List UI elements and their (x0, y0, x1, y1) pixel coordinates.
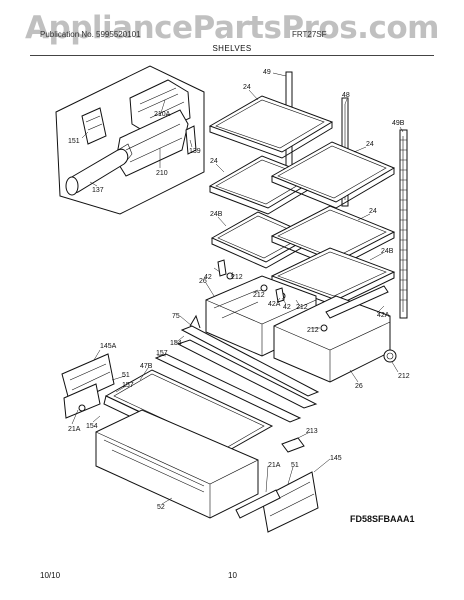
callout-51: 51 (291, 462, 299, 469)
callout-24: 24 (243, 84, 251, 91)
section-title: SHELVES (212, 44, 252, 53)
callout-47b: 47B (140, 363, 153, 370)
callout-21a: 21A (68, 426, 81, 433)
callout-145: 145 (330, 455, 342, 462)
right-pan-bracket (235, 437, 319, 533)
diagram-code: FD58SFBAAA1 (350, 514, 415, 524)
callout-26: 26 (355, 383, 363, 390)
model-number: FRT27SF (292, 30, 327, 39)
callout-24: 24 (369, 208, 377, 215)
footer-date: 10/10 (40, 571, 61, 580)
publication-number: Publication No. 5995520101 (40, 30, 141, 39)
callout-26: 26 (199, 278, 207, 285)
callout-42a: 42A (377, 312, 390, 319)
callout-75: 75 (172, 313, 180, 320)
callout-151: 151 (68, 138, 80, 145)
callout-210a: 210A (154, 111, 171, 118)
callout-137: 137 (92, 187, 104, 194)
callout-leaders (71, 72, 404, 505)
callout-157: 157 (122, 382, 134, 389)
callout-210: 210 (156, 170, 168, 177)
callout-212: 212 (253, 292, 265, 299)
callout-212: 212 (307, 327, 319, 334)
callout-labels: 49 24 48 49B 210A 151 139 210 137 24 24 … (68, 69, 410, 511)
watermark: AppliancePartsPros.com (25, 10, 439, 46)
callout-51: 51 (122, 372, 130, 379)
crisper-drawers (205, 259, 397, 383)
callout-42: 42 (283, 304, 291, 311)
callout-139: 139 (189, 148, 201, 155)
callout-49: 49 (263, 69, 271, 76)
callout-42a: 42A (268, 301, 281, 308)
callout-212: 212 (296, 304, 308, 311)
deli-pan (95, 409, 259, 519)
callout-212: 212 (231, 274, 243, 281)
callout-21a: 21A (268, 462, 281, 469)
callout-154: 154 (170, 340, 182, 347)
callout-24b: 24B (381, 248, 394, 255)
callout-24: 24 (210, 158, 218, 165)
left-pan-bracket (61, 353, 115, 419)
header-rule (30, 55, 434, 56)
footer-page-number: 10 (228, 571, 237, 580)
glass-shelves (208, 95, 396, 307)
callout-212: 212 (398, 373, 410, 380)
callout-24b: 24B (210, 211, 223, 218)
callout-24: 24 (366, 141, 374, 148)
callout-157: 157 (156, 350, 168, 357)
callout-145a: 145A (100, 343, 117, 350)
callout-52: 52 (157, 504, 165, 511)
callout-154: 154 (86, 423, 98, 430)
callout-48: 48 (342, 92, 350, 99)
callout-213: 213 (306, 428, 318, 435)
water-filter-inset (55, 65, 205, 215)
callout-42: 42 (204, 274, 212, 281)
callout-49b: 49B (392, 120, 405, 127)
